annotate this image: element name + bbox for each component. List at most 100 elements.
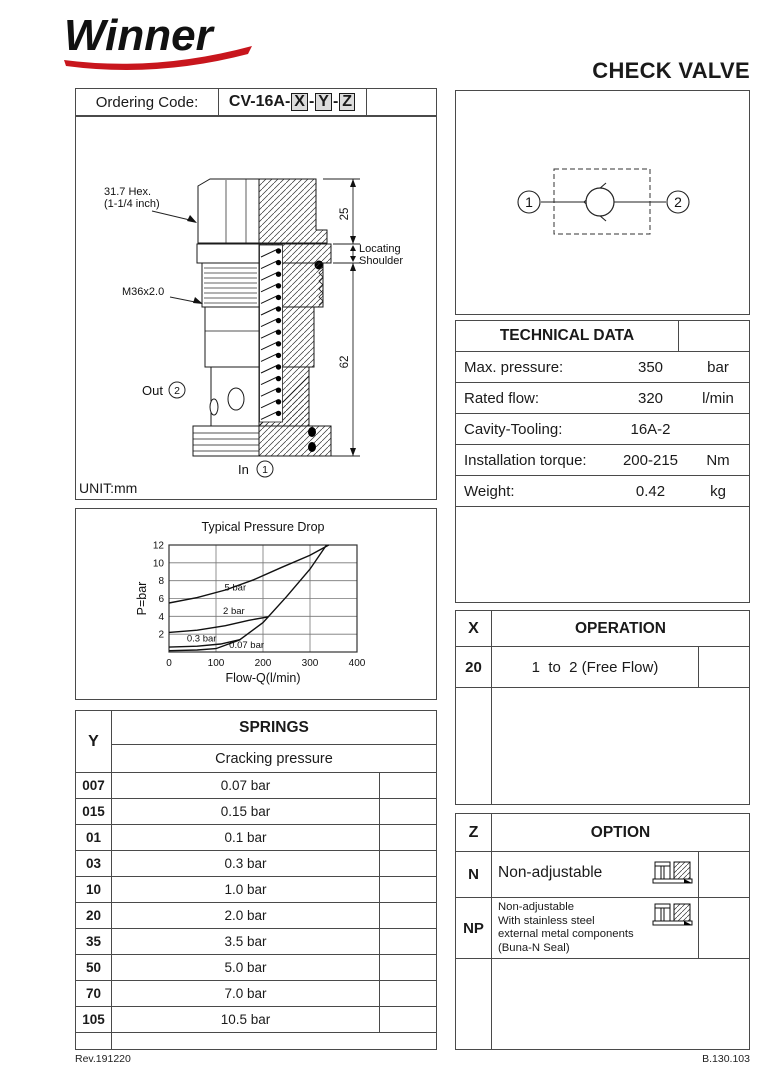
- valve-body-mid: [204, 306, 260, 368]
- ordering-code-y: Y: [315, 92, 332, 112]
- page-title: CHECK VALVE: [592, 58, 750, 83]
- table-row: 015 0.15 bar: [76, 798, 436, 824]
- tech-value: 350: [637, 358, 664, 376]
- svg-text:12: 12: [153, 541, 165, 552]
- document-number: B.130.103: [702, 1053, 750, 1065]
- tech-label: Cavity-Tooling:: [464, 420, 563, 438]
- leader-arrow-thread: [193, 297, 203, 304]
- springs-col-key: Y: [76, 711, 112, 772]
- locating-label-line2: Shoulder: [359, 255, 403, 267]
- brand-logo-graphic: Winner: [64, 11, 252, 70]
- table-row: 007 0.07 bar: [76, 772, 436, 798]
- option-empty-cell: [699, 898, 749, 958]
- cross-hole: [227, 387, 245, 411]
- ordering-code-value: CV-16A-X-Y-Z: [219, 89, 367, 115]
- locating-label-line1: Locating: [359, 243, 401, 255]
- ordering-code-x: X: [291, 92, 308, 112]
- tech-unit: l/min: [702, 389, 734, 407]
- brand-logo-text: Winner: [64, 11, 216, 60]
- spring-code: 015: [76, 799, 112, 824]
- seal-ring-top: [308, 427, 316, 437]
- spring-empty-cell: [379, 851, 436, 876]
- dimension-lines: [323, 178, 360, 457]
- dim-62: 62: [339, 356, 351, 369]
- tech-label: Weight:: [464, 482, 515, 500]
- operation-desc: 1 to 2 (Free Flow): [531, 658, 659, 676]
- port2-number: 2: [674, 194, 682, 210]
- hex-head-left: [197, 178, 260, 244]
- valve-cross-section-drawing: 31.7 Hex. (1-1/4 inch) M36x2.0 Locating …: [104, 178, 403, 478]
- table-row: 01 0.1 bar: [76, 824, 436, 850]
- spring-code: 50: [76, 955, 112, 980]
- spring-empty-cell: [379, 773, 436, 798]
- spring-pressure: 3.5 bar: [224, 934, 267, 949]
- plug-icon: [652, 861, 693, 884]
- spring-pressure: 0.15 bar: [220, 804, 271, 819]
- technical-data-header: TECHNICAL DATA: [456, 321, 749, 352]
- table-row: N Non-adjustable: [456, 852, 749, 898]
- svg-text:0.07 bar: 0.07 bar: [229, 640, 264, 651]
- operation-code: 20: [456, 647, 492, 687]
- option-desc: Non-adjustable With stainless steel exte…: [498, 901, 634, 954]
- tech-unit: kg: [710, 482, 726, 500]
- plug-icon: [652, 903, 693, 926]
- svg-text:6: 6: [158, 594, 164, 605]
- in-port-number: 1: [262, 464, 268, 476]
- in-port-circle: [256, 460, 274, 478]
- spring-code: 01: [76, 825, 112, 850]
- option-code: NP: [456, 898, 492, 958]
- spring-empty-cell: [379, 929, 436, 954]
- springs-subtitle: Cracking pressure: [215, 750, 333, 767]
- tech-unit: Nm: [706, 451, 730, 469]
- seal-ring-bottom: [308, 442, 316, 452]
- tech-label: Rated flow:: [464, 389, 540, 407]
- port1-circle: [517, 190, 541, 214]
- option-table: Z OPTION N Non-adjustable NP: [455, 813, 750, 1050]
- option-desc-cell: Non-adjustable With stainless steel exte…: [492, 898, 699, 958]
- logo-swoosh-shape: [64, 46, 252, 70]
- springs-table-header: Y SPRINGS Cracking pressure: [76, 711, 436, 772]
- thread-lines: [204, 267, 257, 304]
- spring-pressure: 0.07 bar: [220, 778, 271, 793]
- operation-header: X OPERATION: [456, 611, 749, 647]
- springs-title: SPRINGS: [112, 711, 436, 745]
- in-label: In: [238, 462, 249, 477]
- valve-drawing-panel: 31.7 Hex. (1-1/4 inch) M36x2.0 Locating …: [75, 116, 437, 500]
- tech-unit: bar: [707, 358, 729, 376]
- check-valve-symbol: 1 2: [517, 168, 690, 235]
- table-row: 20 1 to 2 (Free Flow): [456, 647, 749, 688]
- tech-value: 320: [637, 389, 664, 407]
- out-label: Out: [142, 383, 163, 398]
- spring-empty-cell: [379, 825, 436, 850]
- operation-empty-row: [456, 688, 749, 804]
- poppet-circle: [585, 187, 615, 217]
- spring-pressure: 2.0 bar: [224, 908, 267, 923]
- spring-code: 10: [76, 877, 112, 902]
- port1-number: 1: [525, 194, 533, 210]
- spring-code: 35: [76, 929, 112, 954]
- spring-code: 105: [76, 1007, 112, 1032]
- tech-value: 200-215: [622, 451, 679, 469]
- spring-coil: [260, 248, 282, 420]
- hex-label-line2: (1-1/4 inch): [104, 198, 160, 210]
- springs-empty-row: [76, 1032, 436, 1049]
- option-title: OPTION: [590, 823, 651, 841]
- option-empty-row: [456, 959, 749, 1049]
- ordering-code-table: Ordering Code: CV-16A-X-Y-Z: [75, 88, 437, 116]
- port2-circle: [666, 190, 690, 214]
- spring-pressure: 1.0 bar: [224, 882, 267, 897]
- spring-empty-cell: [379, 877, 436, 902]
- spring-code: 007: [76, 773, 112, 798]
- spring-pressure: 0.1 bar: [224, 830, 267, 845]
- spring-empty-cell: [379, 955, 436, 980]
- svg-text:8: 8: [158, 576, 164, 587]
